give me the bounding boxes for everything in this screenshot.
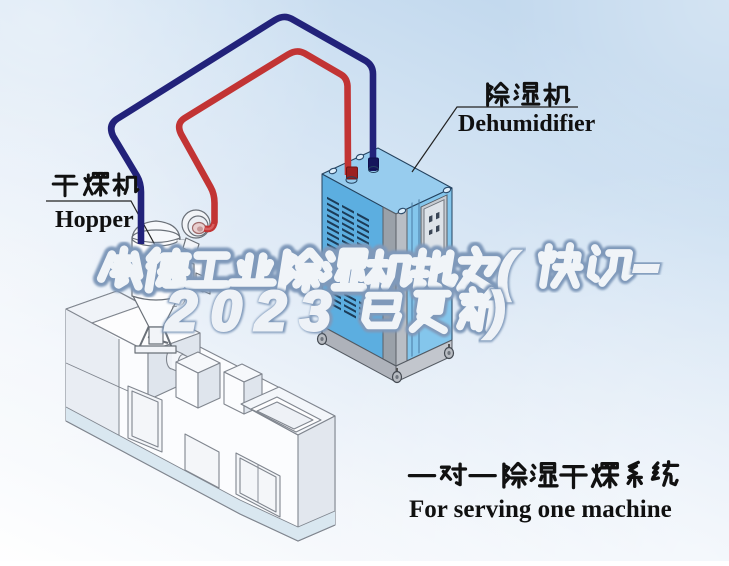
svg-text:Hopper: Hopper (55, 207, 134, 233)
svg-text:2023: 2023 (165, 279, 347, 342)
svg-text:2023: 2023 (165, 279, 345, 342)
svg-text:For serving one machine: For serving one machine (409, 496, 672, 523)
svg-text:Dehumidifier: Dehumidifier (458, 111, 596, 137)
